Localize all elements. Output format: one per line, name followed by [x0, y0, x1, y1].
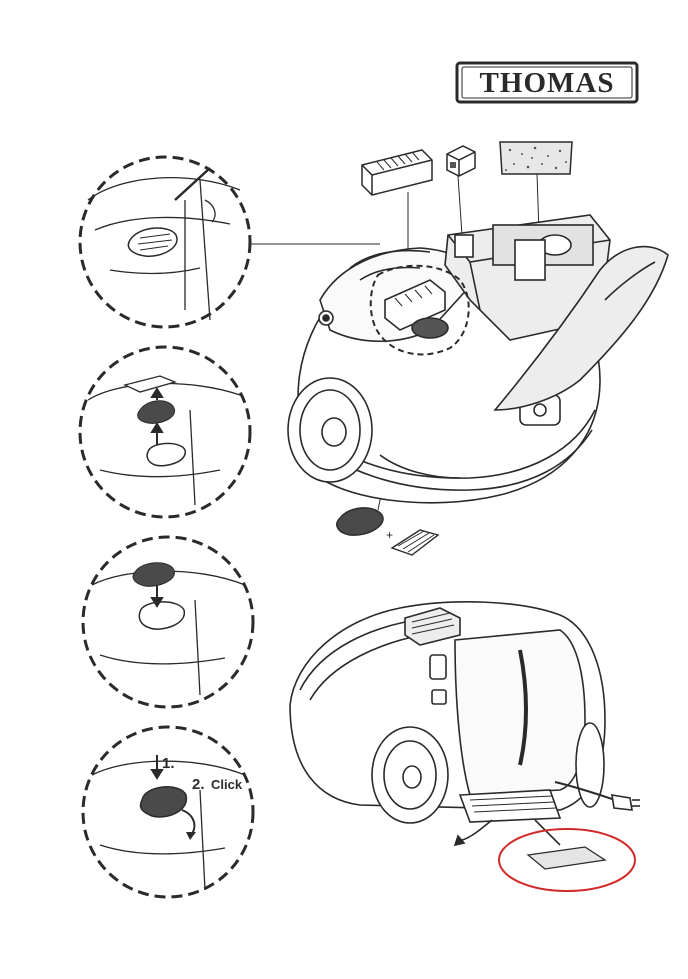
vacuum-open-illustration — [287, 214, 669, 504]
highlighted-filter-pad — [498, 828, 636, 892]
pleated-filter — [361, 149, 433, 196]
step-label-2: 2. — [192, 776, 205, 793]
small-filter-pads: + — [336, 507, 440, 556]
step-circle-3 — [81, 535, 255, 709]
step-circle-4: 1. 2. Click — [81, 725, 255, 899]
foam-filter — [499, 141, 573, 175]
plus-symbol: + — [386, 528, 393, 542]
cube-filter — [446, 145, 476, 177]
filter-parts-top — [361, 141, 573, 196]
click-label: Click — [211, 777, 243, 792]
brand-logo: THOMAS — [455, 61, 639, 104]
step-circle-2 — [78, 345, 252, 519]
step-label-1: 1. — [162, 755, 175, 772]
vacuum-rear-illustration — [289, 601, 640, 847]
brand-name: THOMAS — [480, 67, 615, 99]
step-circle-1 — [78, 155, 252, 329]
